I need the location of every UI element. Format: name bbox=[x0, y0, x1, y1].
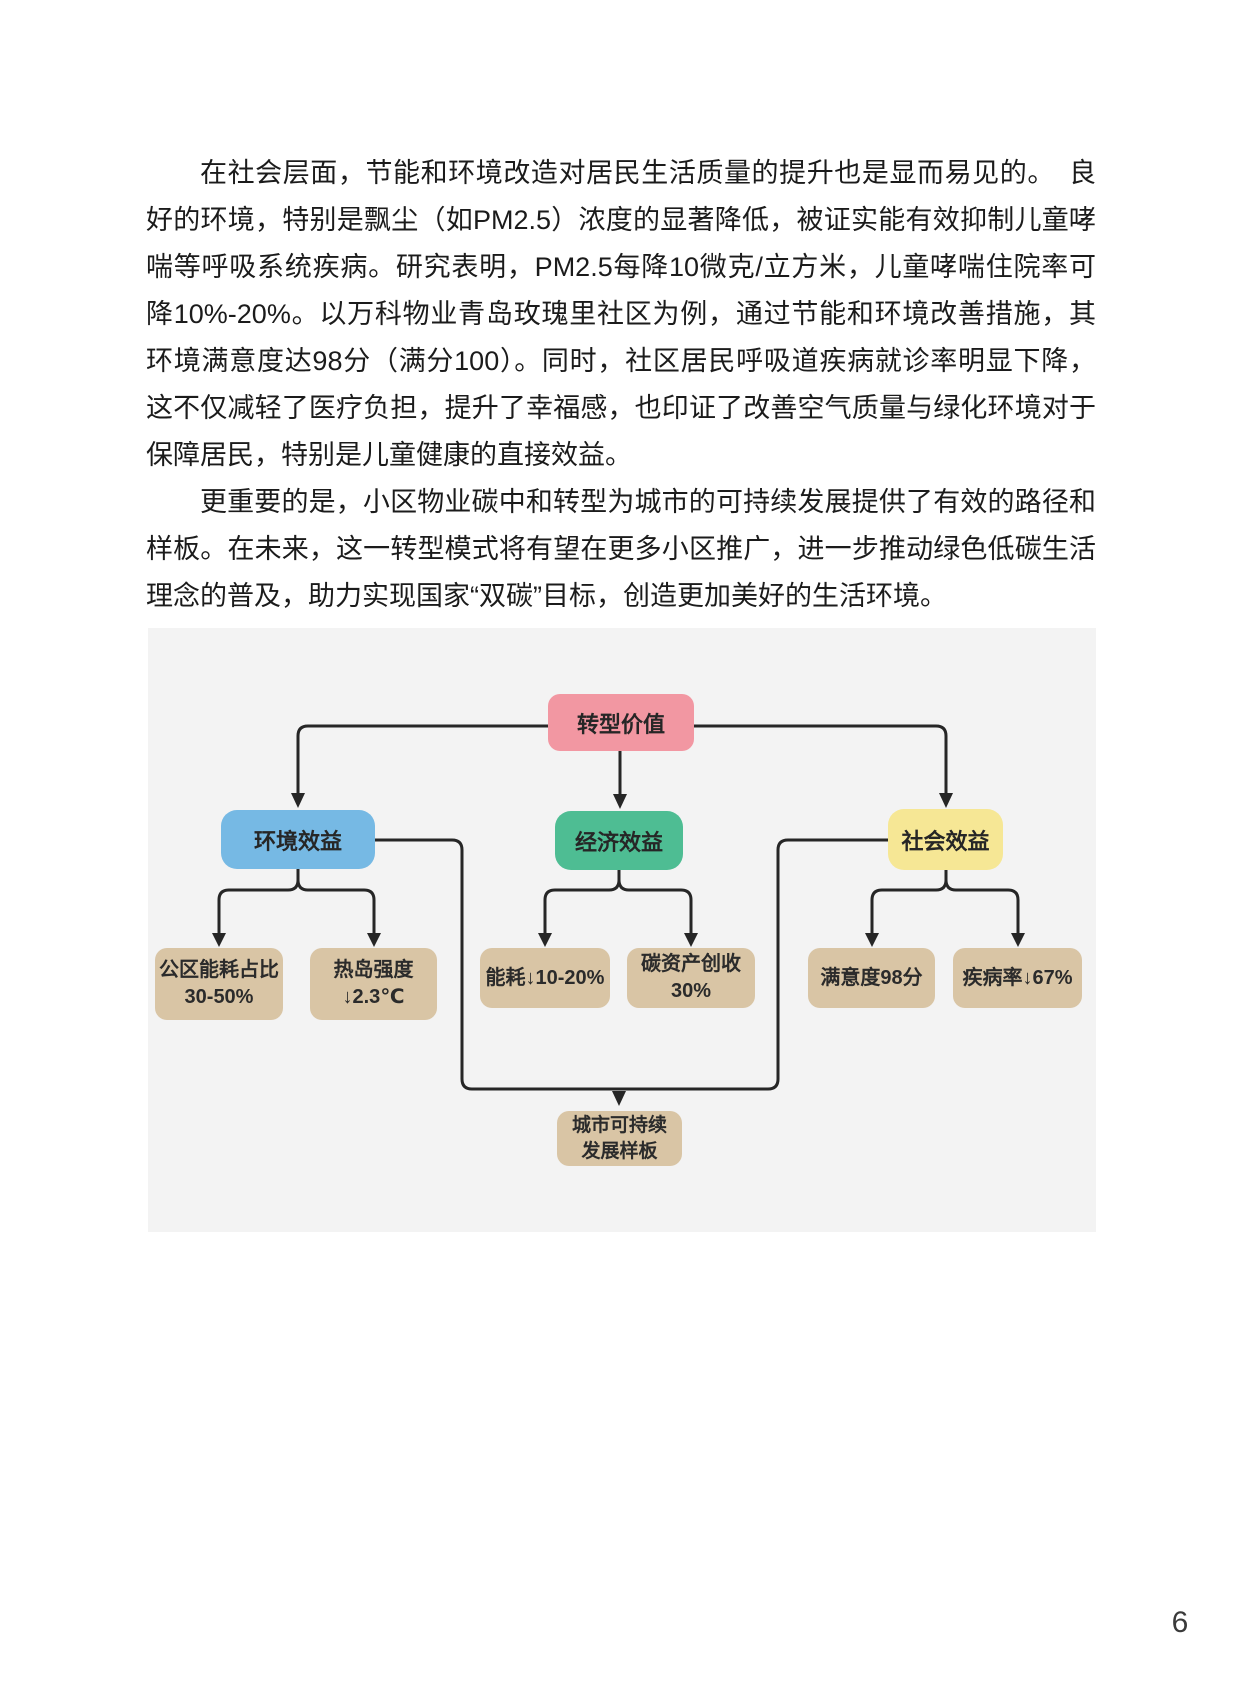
node-economic-benefit: 经济效益 bbox=[555, 811, 683, 870]
leaf-heat-island-intensity: 热岛强度 ↓2.3℃ bbox=[310, 948, 437, 1020]
connector-env-to-leaf2 bbox=[296, 869, 376, 933]
leaf-satisfaction-score: 满意度98分 bbox=[808, 948, 935, 1008]
leaf-public-area-energy-share: 公区能耗占比 30-50% bbox=[155, 948, 283, 1020]
connector-eco-to-leaf3 bbox=[543, 869, 621, 933]
arrowhead-leaf3 bbox=[538, 933, 552, 947]
arrowhead-leaf1 bbox=[212, 933, 226, 947]
arrowhead-soc bbox=[939, 793, 953, 808]
arrowhead-sink bbox=[612, 1091, 626, 1106]
node-environmental-benefit: 环境效益 bbox=[221, 810, 375, 869]
connector-soc-to-sink bbox=[619, 838, 888, 1091]
arrowhead-env bbox=[291, 793, 305, 808]
node-sustainable-city-model: 城市可持续 发展样板 bbox=[557, 1111, 682, 1166]
connector-root-to-env bbox=[296, 724, 548, 793]
node-social-benefit: 社会效益 bbox=[888, 809, 1003, 870]
arrowhead-leaf4 bbox=[684, 933, 698, 947]
leaf-disease-rate-drop: 疾病率↓67% bbox=[953, 948, 1082, 1008]
arrowhead-eco bbox=[613, 794, 627, 809]
paragraph-conclusion: 更重要的是，小区物业碳中和转型为城市的可持续发展提供了有效的路径和样板。在未来，… bbox=[146, 487, 1096, 611]
node-transformation-value: 转型价值 bbox=[548, 694, 694, 751]
connector-env-to-sink bbox=[375, 838, 619, 1091]
connector-lines bbox=[212, 724, 1025, 1106]
connector-env-to-leaf1 bbox=[217, 869, 300, 933]
arrowhead-leaf6 bbox=[1011, 933, 1025, 947]
leaf-carbon-asset-revenue: 碳资产创收30% bbox=[627, 948, 755, 1008]
body-text: 在社会层面，节能和环境改造对居民生活质量的提升也是显而易见的。 良好的环境，特别… bbox=[146, 150, 1096, 620]
connector-root-to-soc bbox=[694, 724, 948, 793]
connector-soc-to-leaf6 bbox=[944, 870, 1020, 933]
diagram-panel: 转型价值 环境效益 经济效益 社会效益 公区能耗占比 30-50% 热岛强度 ↓… bbox=[148, 628, 1096, 1232]
connector-eco-to-leaf4 bbox=[617, 869, 693, 933]
paragraph-social-benefits: 在社会层面，节能和环境改造对居民生活质量的提升也是显而易见的。 良好的环境，特别… bbox=[146, 158, 1096, 470]
connector-soc-to-leaf5 bbox=[870, 870, 948, 933]
arrowhead-leaf5 bbox=[865, 933, 879, 947]
arrowhead-leaf2 bbox=[367, 933, 381, 947]
page-number: 6 bbox=[1171, 1606, 1189, 1639]
leaf-energy-reduction: 能耗↓10-20% bbox=[480, 948, 610, 1008]
